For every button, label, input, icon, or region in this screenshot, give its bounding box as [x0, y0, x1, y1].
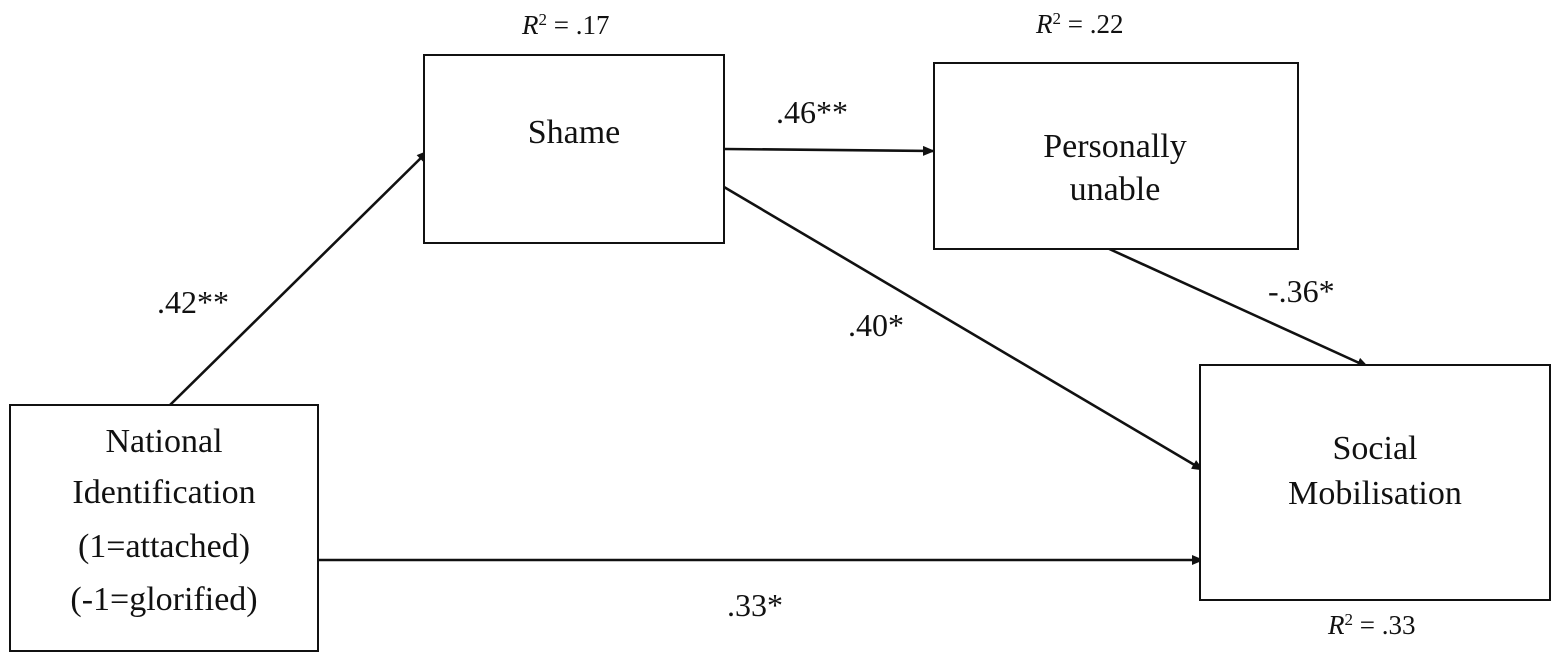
- r2-shame-exponent: 2: [539, 10, 548, 29]
- r2-social-mobilisation: R2 = .33: [1327, 610, 1415, 641]
- node-social-mobilisation-line-1: Social: [1333, 430, 1418, 467]
- arrow-ni-to-shame: [169, 150, 429, 406]
- r2-personally-unable-value: = .22: [1061, 9, 1123, 39]
- r2-shame: R2 = .17: [521, 10, 609, 41]
- coef-ni-to-shame: .42**: [157, 284, 229, 320]
- box-social-mobilisation: [1199, 364, 1551, 601]
- node-social-mobilisation-line-2: Mobilisation: [1288, 475, 1462, 512]
- r2-social-mobilisation-exponent: 2: [1345, 610, 1354, 629]
- coef-personally-unable-to-social-mobilisation: -.36*: [1268, 273, 1335, 309]
- node-national-identification-line-4: (-1=glorified): [70, 581, 257, 618]
- r2-personally-unable-symbol: R: [1035, 9, 1053, 39]
- r2-personally-unable: R2 = .22: [1035, 9, 1123, 40]
- node-national-identification-line-1: National: [105, 423, 222, 460]
- box-personally-unable: [933, 62, 1299, 250]
- r2-personally-unable-exponent: 2: [1053, 9, 1062, 28]
- arrow-personally-unable-to-social-mobilisation: [1104, 245, 1369, 369]
- coef-shame-to-social-mobilisation: .40*: [848, 307, 904, 343]
- node-national-identification-line-2: Identification: [72, 474, 255, 511]
- node-personally-unable-line-2: unable: [1070, 171, 1161, 208]
- node-shame-label: Shame: [528, 114, 621, 151]
- node-personally-unable-line-1: Personally: [1043, 128, 1187, 165]
- r2-shame-value: = .17: [547, 10, 609, 40]
- node-national-identification-line-3: (1=attached): [78, 528, 250, 565]
- r2-shame-symbol: R: [521, 10, 539, 40]
- r2-social-mobilisation-value: = .33: [1353, 610, 1415, 640]
- coef-shame-to-personally-unable: .46**: [776, 94, 848, 130]
- box-shame: [423, 54, 725, 244]
- coef-ni-to-social-mobilisation: .33*: [727, 587, 783, 623]
- arrow-shame-to-social-mobilisation: [723, 185, 1204, 472]
- arrow-shame-to-personally-unable: [723, 145, 935, 156]
- r2-social-mobilisation-symbol: R: [1327, 610, 1345, 640]
- box-national-identification: [9, 404, 319, 652]
